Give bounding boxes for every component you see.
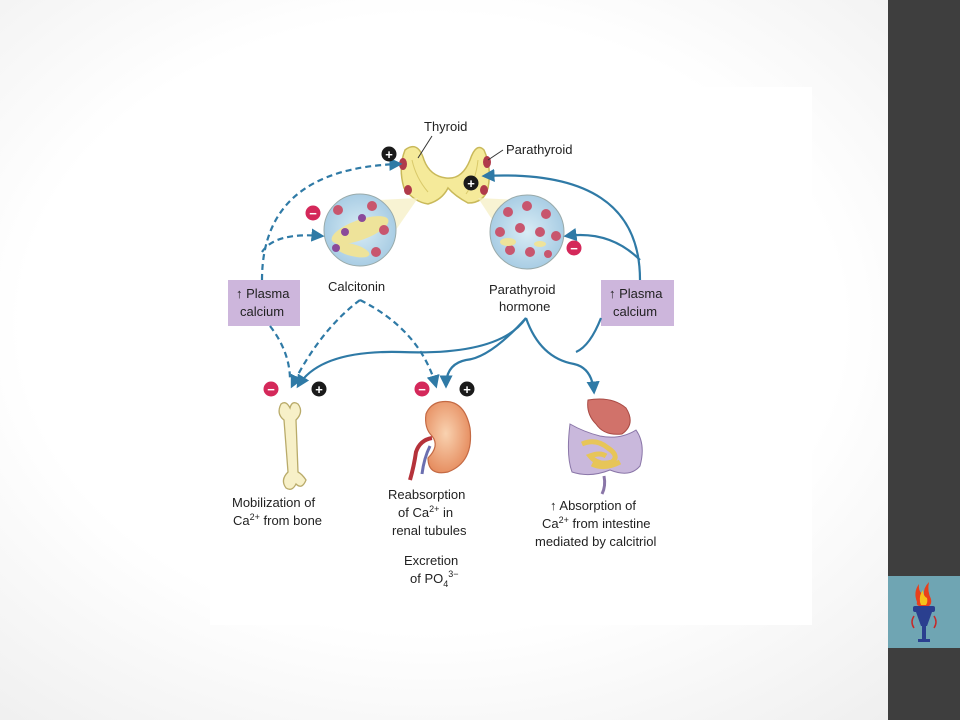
calcium-regulation-diagram: Thyroid Parathyroid Calcitonin Parathyro… <box>210 87 812 625</box>
plasma-calcium-left-line1: ↑ Plasma <box>236 286 290 301</box>
intestine-label-line1: ↑ Absorption of <box>550 498 636 513</box>
pth-cell-icon <box>489 194 565 270</box>
svg-text:+: + <box>463 382 471 397</box>
parathyroid-leader-line <box>487 149 504 161</box>
calcitonin-label: Calcitonin <box>328 279 385 294</box>
intestine-label-line3: mediated by calcitriol <box>535 534 656 549</box>
minus-badge-kidney: − <box>414 381 430 397</box>
bone-icon <box>278 402 307 490</box>
plasma-calcium-box-right: ↑ Plasma calcium <box>601 280 674 326</box>
svg-text:+: + <box>467 176 475 191</box>
plasma-calcium-left-line2: calcium <box>240 304 284 319</box>
arrow-calcitonin-to-bone <box>290 299 361 389</box>
arrow-pth-to-kidney <box>439 317 527 389</box>
plasma-calcium-right-line2: calcium <box>613 304 657 319</box>
parathyroid-label: Parathyroid <box>506 142 572 157</box>
svg-text:+: + <box>315 382 323 397</box>
arrow-plasma-to-thyroid <box>260 157 403 281</box>
intestine-label-line2: Ca2+ from intestine <box>542 515 651 531</box>
plus-badge-parathyroid: + <box>463 175 479 191</box>
kidney-icon <box>408 400 472 481</box>
bone-label-line2: Ca2+ from bone <box>233 512 322 528</box>
svg-text:+: + <box>385 147 393 162</box>
arrow-plasma-to-calcitonin <box>261 228 325 253</box>
kidney-label-line2: of Ca2+ in <box>398 504 453 520</box>
kidney-label-line3: renal tubules <box>392 523 467 538</box>
arrow-plasma-to-parathyroid <box>481 168 642 281</box>
torch-logo-icon <box>911 582 937 642</box>
svg-text:−: − <box>570 241 578 256</box>
minus-badge-calcitonin: − <box>305 205 321 221</box>
arrow-plasma-to-bone <box>269 325 292 381</box>
pth-label-line1: Parathyroid <box>489 282 555 297</box>
arrow-plasma-right-curve <box>575 317 603 354</box>
arrow-calcitonin-to-kidney <box>359 299 440 389</box>
bone-label-line1: Mobilization of <box>232 495 315 510</box>
kidney-label-line4: Excretion <box>404 553 458 568</box>
figure-background <box>210 87 812 625</box>
plasma-calcium-right-line1: ↑ Plasma <box>609 286 663 301</box>
logo-box <box>888 576 960 648</box>
intestine-icon <box>567 398 643 495</box>
plus-badge-bone: + <box>311 381 327 397</box>
plus-badge-kidney: + <box>459 381 475 397</box>
svg-text:−: − <box>309 206 317 221</box>
plus-badge-thyroid: + <box>381 146 397 162</box>
arrow-plasma-to-pth-cell <box>563 228 641 261</box>
minus-badge-bone: − <box>263 381 279 397</box>
kidney-label-line5: of PO43− <box>410 569 459 589</box>
pth-label-line2: hormone <box>499 299 550 314</box>
arrow-pth-to-bone <box>296 317 527 389</box>
plasma-calcium-box-left: ↑ Plasma calcium <box>228 280 300 326</box>
kidney-label-line1: Reabsorption <box>388 487 465 502</box>
calcitonin-cell-icon <box>323 193 397 267</box>
arrow-pth-to-intestine <box>524 317 600 395</box>
svg-text:−: − <box>267 382 275 397</box>
thyroid-leader-line <box>417 135 433 159</box>
thyroid-label: Thyroid <box>424 119 467 134</box>
minus-badge-pth: − <box>566 240 582 256</box>
svg-text:−: − <box>418 382 426 397</box>
